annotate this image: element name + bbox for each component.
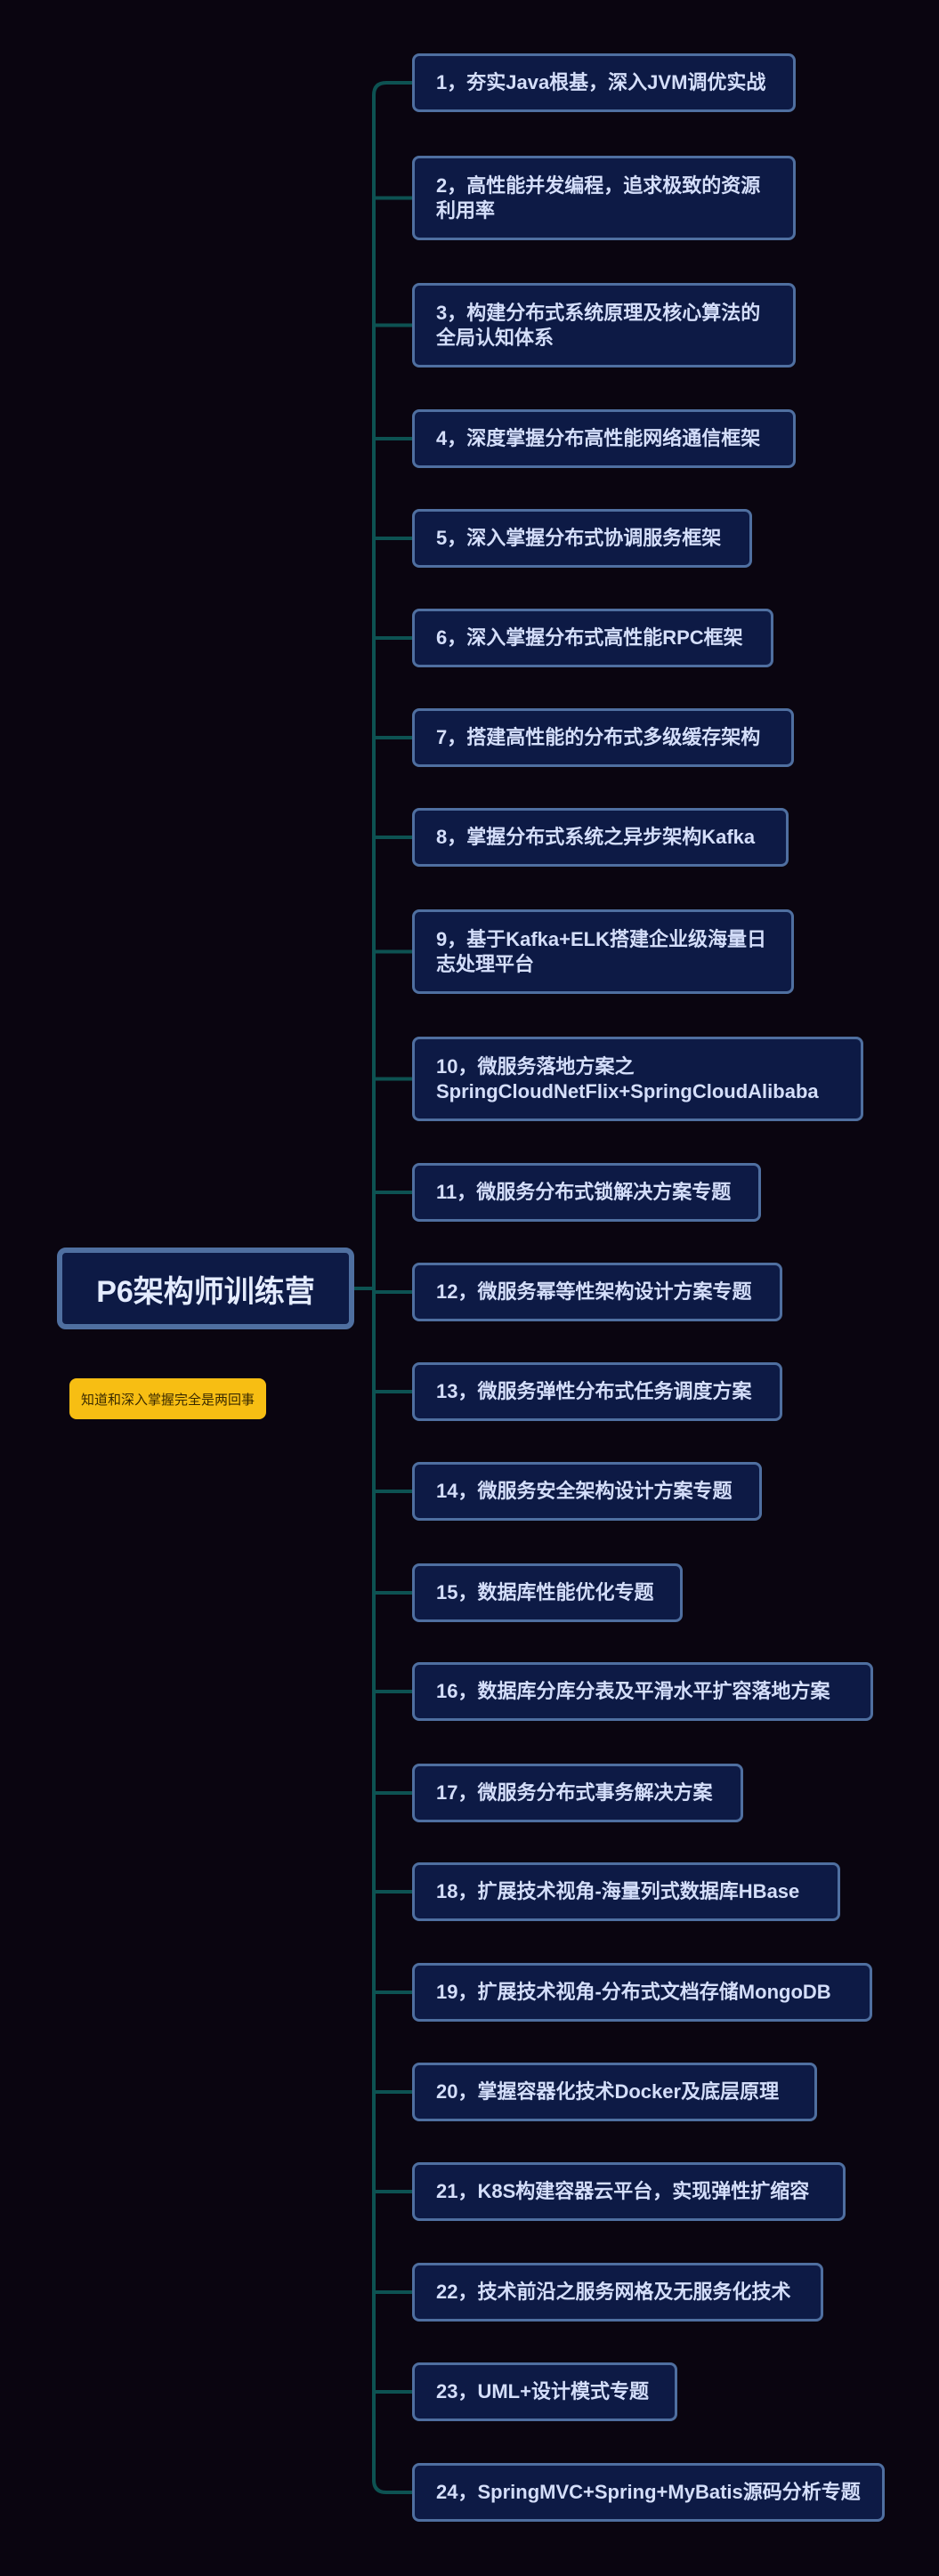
topic-node-10[interactable]: 10，微服务落地方案之SpringCloudNetFlix+SpringClou… — [412, 1037, 863, 1121]
topic-label: 13，微服务弹性分布式任务调度方案 — [436, 1380, 752, 1402]
topic-label: 12，微服务幂等性架构设计方案专题 — [436, 1280, 752, 1303]
topic-node-12[interactable]: 12，微服务幂等性架构设计方案专题 — [412, 1263, 782, 1321]
topic-node-22[interactable]: 22，技术前沿之服务网格及无服务化技术 — [412, 2263, 823, 2322]
topic-label: 18，扩展技术视角-海量列式数据库HBase — [436, 1880, 800, 1902]
topic-node-18[interactable]: 18，扩展技术视角-海量列式数据库HBase — [412, 1862, 840, 1921]
topic-node-16[interactable]: 16，数据库分库分表及平滑水平扩容落地方案 — [412, 1662, 873, 1721]
topic-node-23[interactable]: 23，UML+设计模式专题 — [412, 2362, 677, 2421]
topic-label: 11，微服务分布式锁解决方案专题 — [436, 1181, 732, 1203]
topic-label: 10，微服务落地方案之SpringCloudNetFlix+SpringClou… — [436, 1054, 819, 1102]
topic-label: 17，微服务分布式事务解决方案 — [436, 1781, 713, 1804]
topic-node-4[interactable]: 4，深度掌握分布高性能网络通信框架 — [412, 409, 796, 468]
root-node[interactable]: P6架构师训练营 — [57, 1248, 354, 1329]
topic-label: 20，掌握容器化技术Docker及底层原理 — [436, 2080, 780, 2103]
branch-connector — [372, 81, 414, 97]
topic-node-13[interactable]: 13，微服务弹性分布式任务调度方案 — [412, 1362, 782, 1421]
topic-label: 9，基于Kafka+ELK搭建企业级海量日志处理平台 — [436, 927, 767, 975]
topic-node-21[interactable]: 21，K8S构建容器云平台，实现弹性扩缩容 — [412, 2162, 846, 2221]
root-note: 知道和深入掌握完全是两回事 — [69, 1378, 266, 1419]
topic-label: 21，K8S构建容器云平台，实现弹性扩缩容 — [436, 2180, 810, 2202]
topic-node-15[interactable]: 15，数据库性能优化专题 — [412, 1563, 683, 1622]
topic-node-5[interactable]: 5，深入掌握分布式协调服务框架 — [412, 509, 752, 568]
topic-label: 14，微服务安全架构设计方案专题 — [436, 1480, 733, 1502]
topic-node-3[interactable]: 3，构建分布式系统原理及核心算法的全局认知体系 — [412, 283, 796, 367]
topic-node-24[interactable]: 24，SpringMVC+Spring+MyBatis源码分析专题 — [412, 2463, 885, 2522]
topic-label: 15，数据库性能优化专题 — [436, 1581, 654, 1603]
topic-label: 5，深入掌握分布式协调服务框架 — [436, 527, 722, 549]
topic-label: 6，深入掌握分布式高性能RPC框架 — [436, 626, 743, 649]
topic-label: 19，扩展技术视角-分布式文档存储MongoDB — [436, 1981, 831, 2003]
branch-connector — [372, 2478, 414, 2494]
topic-label: 3，构建分布式系统原理及核心算法的全局认知体系 — [436, 301, 761, 349]
topic-node-20[interactable]: 20，掌握容器化技术Docker及底层原理 — [412, 2063, 817, 2121]
topic-label: 24，SpringMVC+Spring+MyBatis源码分析专题 — [436, 2481, 861, 2503]
topic-label: 7，搭建高性能的分布式多级缓存架构 — [436, 726, 761, 748]
topic-node-14[interactable]: 14，微服务安全架构设计方案专题 — [412, 1462, 762, 1521]
topic-label: 2，高性能并发编程，追求极致的资源利用率 — [436, 174, 761, 222]
topic-label: 16，数据库分库分表及平滑水平扩容落地方案 — [436, 1680, 830, 1702]
topic-label: 8，掌握分布式系统之异步架构Kafka — [436, 826, 756, 848]
topic-label: 22，技术前沿之服务网格及无服务化技术 — [436, 2281, 791, 2303]
topic-node-1[interactable]: 1，夯实Java根基，深入JVM调优实战 — [412, 53, 796, 112]
topic-node-2[interactable]: 2，高性能并发编程，追求极致的资源利用率 — [412, 156, 796, 240]
topic-node-9[interactable]: 9，基于Kafka+ELK搭建企业级海量日志处理平台 — [412, 909, 794, 994]
topic-node-8[interactable]: 8，掌握分布式系统之异步架构Kafka — [412, 808, 789, 867]
topic-node-17[interactable]: 17，微服务分布式事务解决方案 — [412, 1764, 743, 1822]
topic-label: 1，夯实Java根基，深入JVM调优实战 — [436, 71, 766, 93]
topic-label: 4，深度掌握分布高性能网络通信框架 — [436, 427, 761, 449]
topic-label: 23，UML+设计模式专题 — [436, 2380, 649, 2402]
topic-node-19[interactable]: 19，扩展技术视角-分布式文档存储MongoDB — [412, 1963, 872, 2022]
topic-node-6[interactable]: 6，深入掌握分布式高性能RPC框架 — [412, 609, 773, 667]
topic-node-11[interactable]: 11，微服务分布式锁解决方案专题 — [412, 1163, 761, 1222]
topic-node-7[interactable]: 7，搭建高性能的分布式多级缓存架构 — [412, 708, 794, 767]
